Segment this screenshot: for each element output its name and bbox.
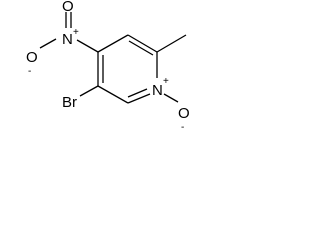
bond-n1-c2-inner bbox=[127, 88, 148, 98]
bond-methyl bbox=[156, 34, 187, 53]
charge-o-nitro-minus: - bbox=[28, 66, 31, 77]
charge-n-ring: + bbox=[163, 76, 169, 87]
bond-c5-c6 bbox=[127, 34, 158, 53]
bond-n-oxide bbox=[163, 93, 179, 103]
atom-n-nitro: N bbox=[62, 31, 73, 48]
bond-c4-c5 bbox=[97, 34, 129, 53]
atom-o-nitro-minus: O bbox=[26, 49, 38, 66]
bond-c4-n-nitro bbox=[76, 39, 99, 53]
bond-n-nitro-o-minus bbox=[39, 38, 57, 49]
atom-br: Br bbox=[62, 94, 77, 111]
pyridine-ring bbox=[97, 34, 158, 104]
bond-c3-br bbox=[79, 85, 99, 97]
atom-o-oxide: O bbox=[178, 105, 190, 122]
charge-o-oxide: - bbox=[181, 122, 184, 133]
chemical-structure-diagram: O N + O - Br N + O - bbox=[26, 0, 190, 133]
atom-n-ring: N bbox=[152, 82, 163, 99]
bond-c5-c6-inner bbox=[128, 40, 154, 56]
atom-o-nitro-double: O bbox=[62, 0, 74, 15]
charge-n-nitro: + bbox=[73, 27, 79, 38]
bond-n1-c2 bbox=[127, 93, 151, 104]
bond-c2-c3 bbox=[97, 85, 129, 104]
